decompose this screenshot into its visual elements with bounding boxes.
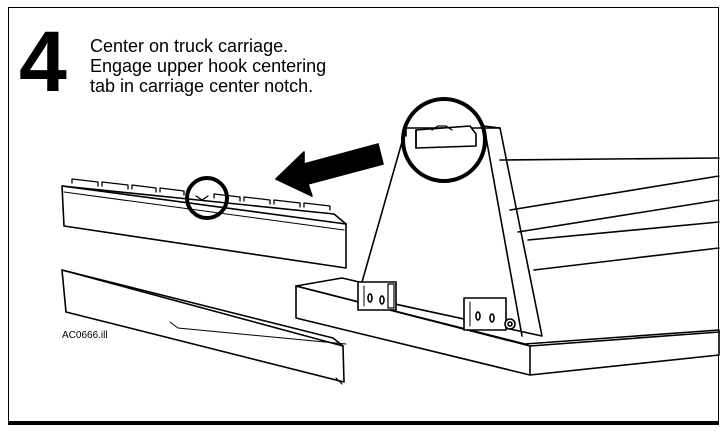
lower-hook-bar	[61, 269, 347, 385]
mounting-bracket-right	[463, 297, 516, 331]
instruction-line-3: tab in carriage center notch.	[90, 76, 314, 96]
figure-id: AC0666.ill	[62, 330, 108, 341]
instruction-line-2: Engage upper hook centering	[90, 56, 327, 76]
carriage-rails	[499, 157, 720, 271]
instruction-line-1: Center on truck carriage.	[90, 36, 289, 56]
step-instructions: Center on truck carriage. Engage upper h…	[90, 36, 326, 96]
centering-tab	[415, 125, 477, 149]
mounting-bracket-left	[357, 281, 397, 311]
bottom-rule	[8, 422, 719, 425]
highlight-circle-icon	[401, 97, 487, 183]
highlight-circle-icon	[185, 176, 229, 220]
step-number: 4	[19, 14, 67, 110]
arrow-left-icon	[275, 143, 384, 197]
